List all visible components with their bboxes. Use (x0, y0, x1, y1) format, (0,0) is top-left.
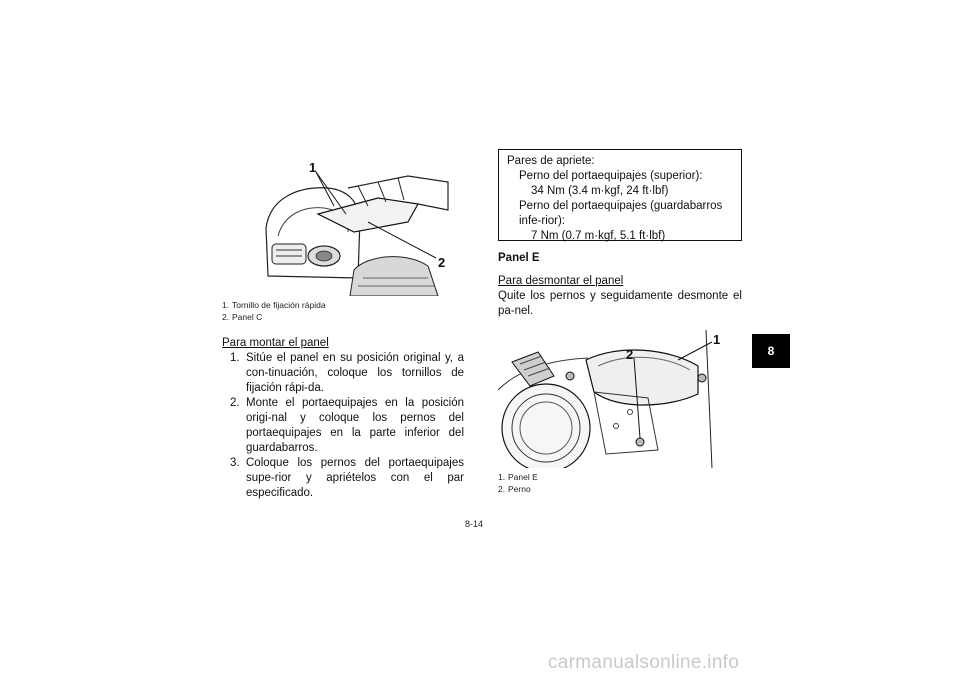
left-column-text: Para montar el panel 1. Sitúe el panel e… (222, 336, 464, 501)
caption-num: 1. (222, 300, 230, 310)
figure-callout-1: 1 (713, 332, 721, 347)
figure-callout-1: 1 (309, 160, 317, 175)
atv-front-panel-figure (258, 158, 456, 296)
watermark: carmanualsonline.info (548, 652, 740, 673)
chapter-tab: 8 (752, 334, 790, 368)
step-number: 2. (230, 397, 240, 409)
step-text: Monte el portaequipajes en la posición o… (246, 397, 464, 454)
step-number: 1. (230, 352, 240, 364)
step-2: 2. Monte el portaequipajes en la posició… (222, 396, 464, 456)
figure-caption-left: 1.Tornillo de fijación rápida 2.Panel C (222, 299, 326, 323)
caption-num: 2. (498, 484, 506, 494)
subheading: Para desmontar el panel (498, 275, 624, 287)
caption-text: Tornillo de fijación rápida (232, 300, 326, 310)
caption-text: Perno (508, 484, 531, 494)
torque-item2-value: 7 Nm (0.7 m·kgf, 5.1 ft·lbf) (531, 230, 666, 242)
torque-item2-label: Perno del portaequipajes (guardabarros i… (519, 200, 723, 227)
step-text: Coloque los pernos del portaequipajes su… (246, 457, 464, 499)
paragraph: Quite los pernos y seguidamente desmonte… (498, 290, 742, 317)
torque-item1-label: Perno del portaequipajes (superior): (519, 170, 703, 182)
step-number: 3. (230, 457, 240, 469)
torque-title: Pares de apriete: (507, 155, 595, 167)
caption-text: Panel E (508, 472, 538, 482)
panel-e-figure (498, 330, 720, 468)
step-text: Sitúe el panel en su posición original y… (246, 352, 464, 394)
figure-callout-2: 2 (438, 255, 446, 270)
torque-spec-box: Pares de apriete: Perno del portaequipaj… (498, 149, 742, 242)
figure-caption-right: 1.Panel E 2.Perno (498, 471, 538, 495)
step-1: 1. Sitúe el panel en su posición origina… (222, 351, 464, 396)
figure-callout-2: 2 (626, 347, 634, 362)
torque-item1-value: 34 Nm (3.4 m·kgf, 24 ft·lbf) (531, 185, 669, 197)
page-number: 8-14 (465, 519, 484, 529)
caption-text: Panel C (232, 312, 263, 322)
caption-num: 2. (222, 312, 230, 322)
section-title: Panel E (498, 252, 540, 264)
right-column-text: Panel E Para desmontar el panel Quite lo… (498, 251, 742, 319)
caption-num: 1. (498, 472, 506, 482)
step-3: 3. Coloque los pernos del portaequipajes… (222, 456, 464, 501)
section-heading: Para montar el panel (222, 337, 329, 349)
